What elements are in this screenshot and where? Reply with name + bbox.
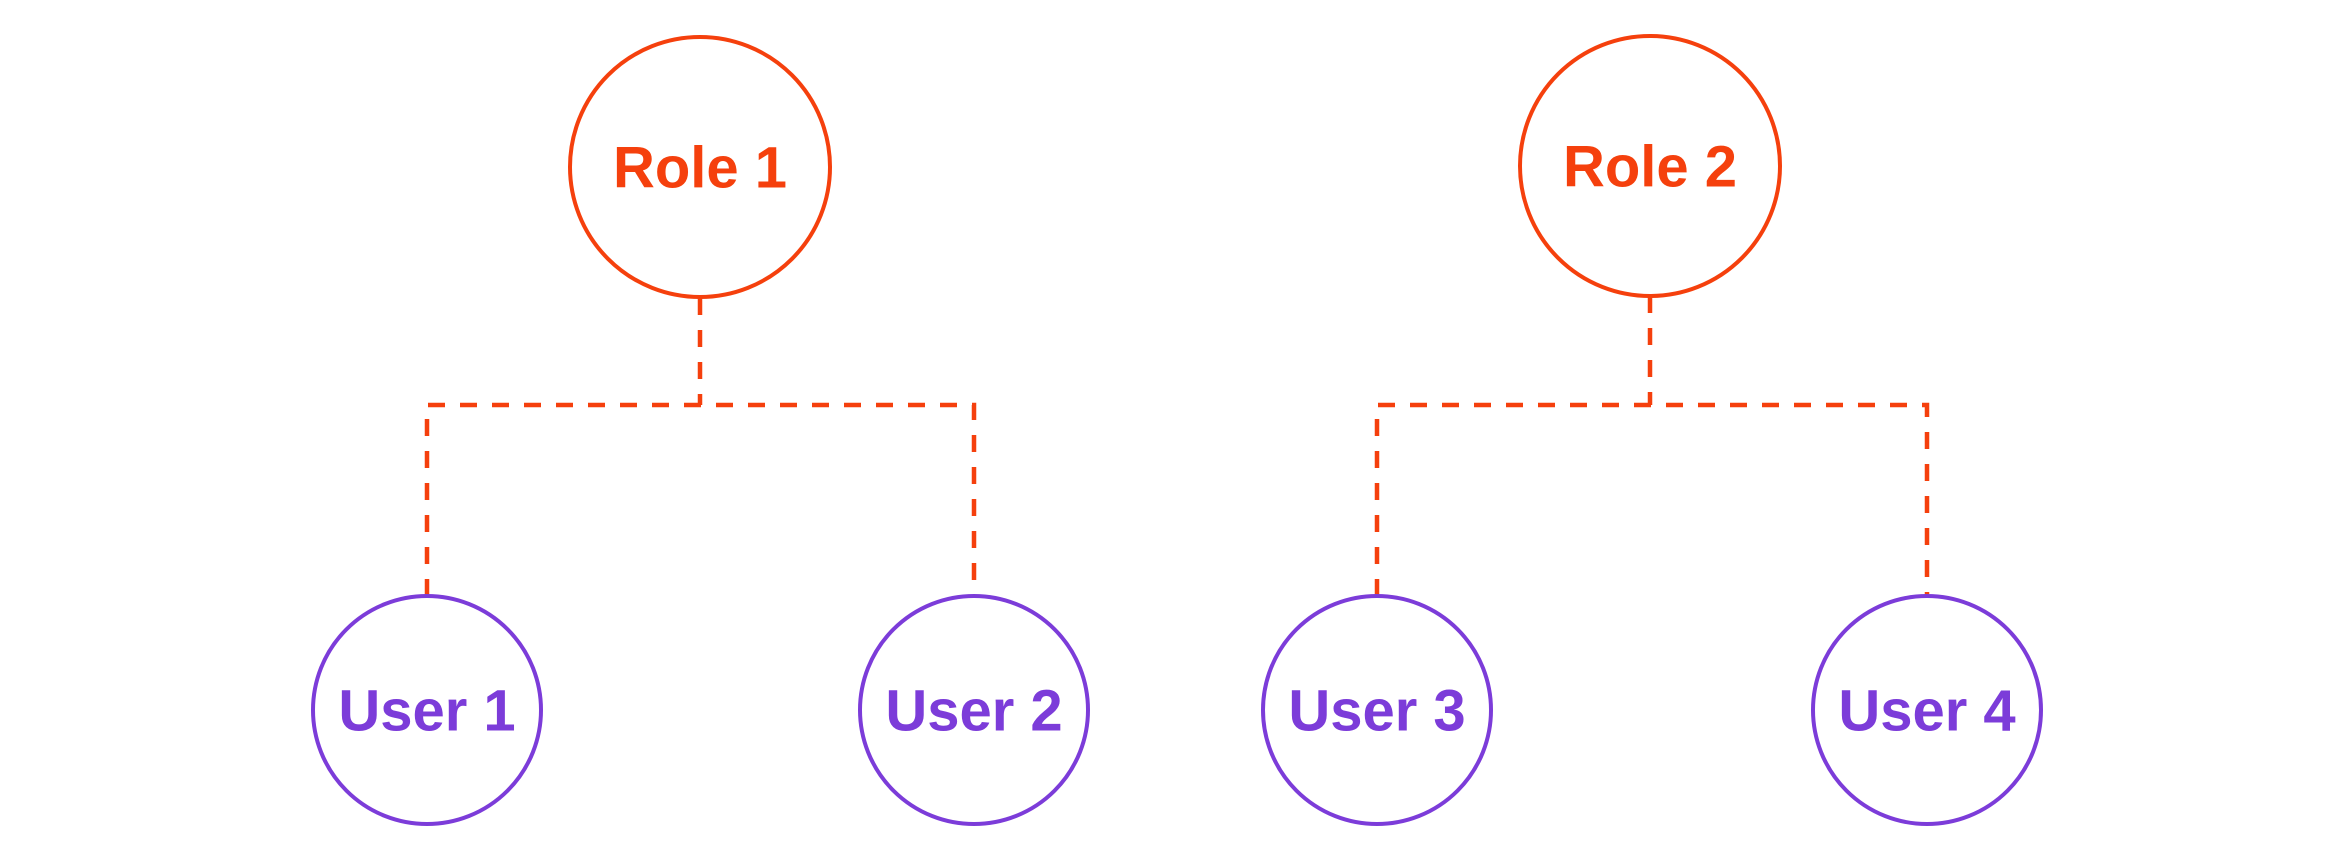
edge-role1-branches (424, 402, 977, 596)
node-user-3-label: User 3 (1288, 678, 1465, 743)
node-user-1-circle (311, 594, 543, 826)
node-role-2-label: Role 2 (1563, 134, 1737, 199)
node-user-4-label: User 4 (1838, 678, 2015, 743)
node-user-3-circle (1261, 594, 1493, 826)
node-role-1-circle (568, 35, 832, 299)
tree-role-1: Role 1 User 1 User 2 (311, 35, 1090, 826)
node-user-2-label: User 2 (885, 678, 1062, 743)
node-role-2-circle (1518, 34, 1782, 298)
node-user-2-circle (858, 594, 1090, 826)
node-user-1-label: User 1 (338, 678, 515, 743)
tree-role-2: Role 2 User 3 User 4 (1261, 34, 2043, 826)
node-role-1-label: Role 1 (613, 135, 787, 200)
edge-role2-branches (1374, 402, 1930, 596)
node-user-4-circle (1811, 594, 2043, 826)
